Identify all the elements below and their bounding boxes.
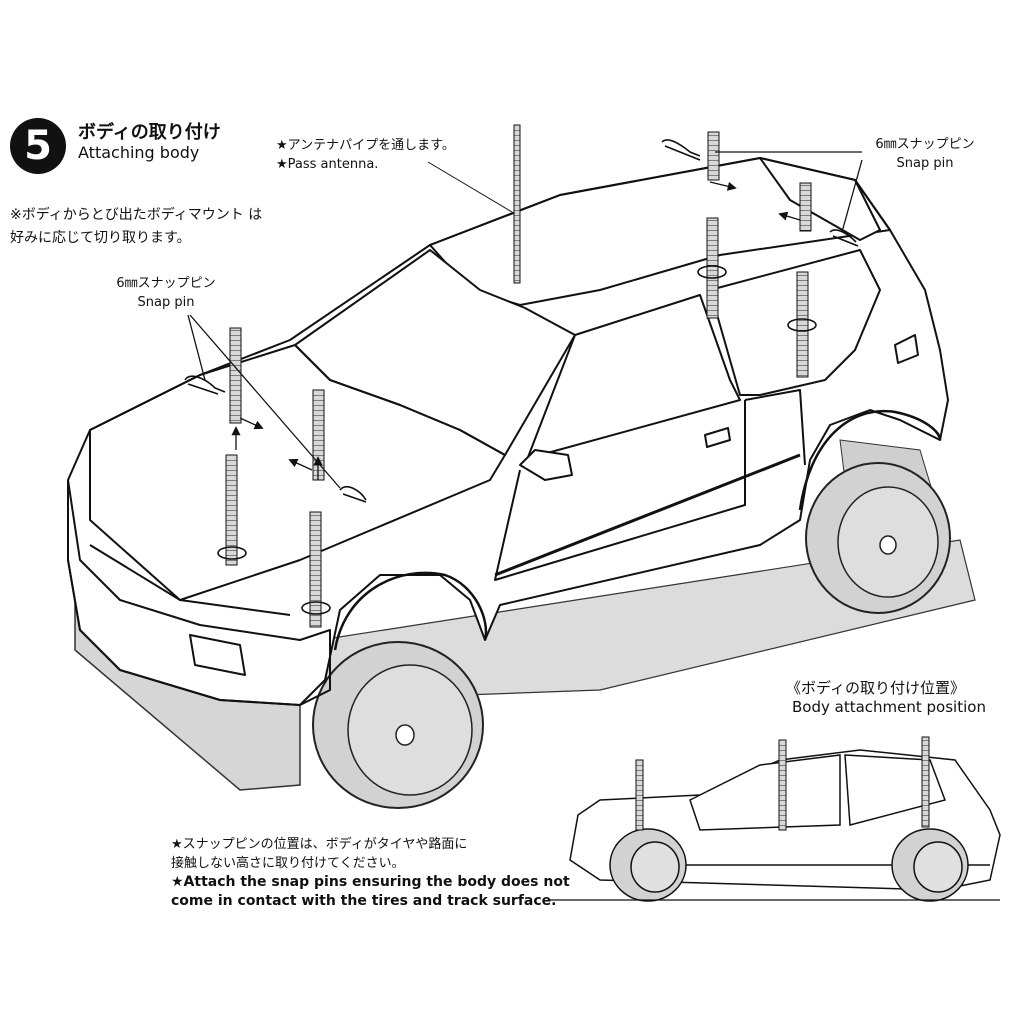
antenna-note-ja: ★アンテナパイプを通します。 — [276, 138, 455, 153]
position-title-en: Body attachment position — [792, 698, 986, 716]
snap-pin-left-label-en: Snap pin — [137, 295, 195, 310]
antenna-note-en: ★Pass antenna. — [276, 157, 379, 172]
antenna-leader-line — [427, 161, 513, 213]
snap-pin-right-label-en: Snap pin — [896, 156, 954, 171]
front-wheel — [312, 641, 484, 809]
arrow-icon — [187, 151, 863, 489]
snap-pin-left-label-ja: 6㎜スナップピン — [116, 276, 216, 291]
bottom-note-en-line1: ★Attach the snap pins ensuring the body … — [171, 874, 570, 890]
step-title-en: Attaching body — [78, 143, 200, 162]
bottom-note-ja-line2: 接触しない高さに取り付けてください。 — [171, 856, 405, 871]
antenna-pipe-icon — [513, 124, 521, 284]
step-title-ja: ボディの取り付け — [78, 122, 221, 143]
bottom-note-en-line2: come in contact with the tires and track… — [171, 893, 557, 909]
step-number-badge: 5 — [10, 118, 66, 174]
car-body — [67, 157, 949, 706]
bottom-note-ja-line1: ★スナップピンの位置は、ボディがタイヤや路面に — [171, 837, 468, 852]
body-post-icon — [225, 131, 812, 628]
trim-mounts-note-line2: 好みに応じて切り取ります。 — [10, 230, 191, 246]
snap-pin-right-label-ja: 6㎜スナップピン — [875, 137, 975, 152]
attachment-position-inset — [548, 736, 1001, 902]
trim-mounts-note-line1: ※ボディからとび出たボディマウント は — [10, 207, 263, 223]
snap-pin-icon — [184, 139, 859, 615]
position-title-ja: 《ボディの取り付け位置》 — [786, 679, 965, 697]
rear-wheel — [805, 462, 951, 614]
